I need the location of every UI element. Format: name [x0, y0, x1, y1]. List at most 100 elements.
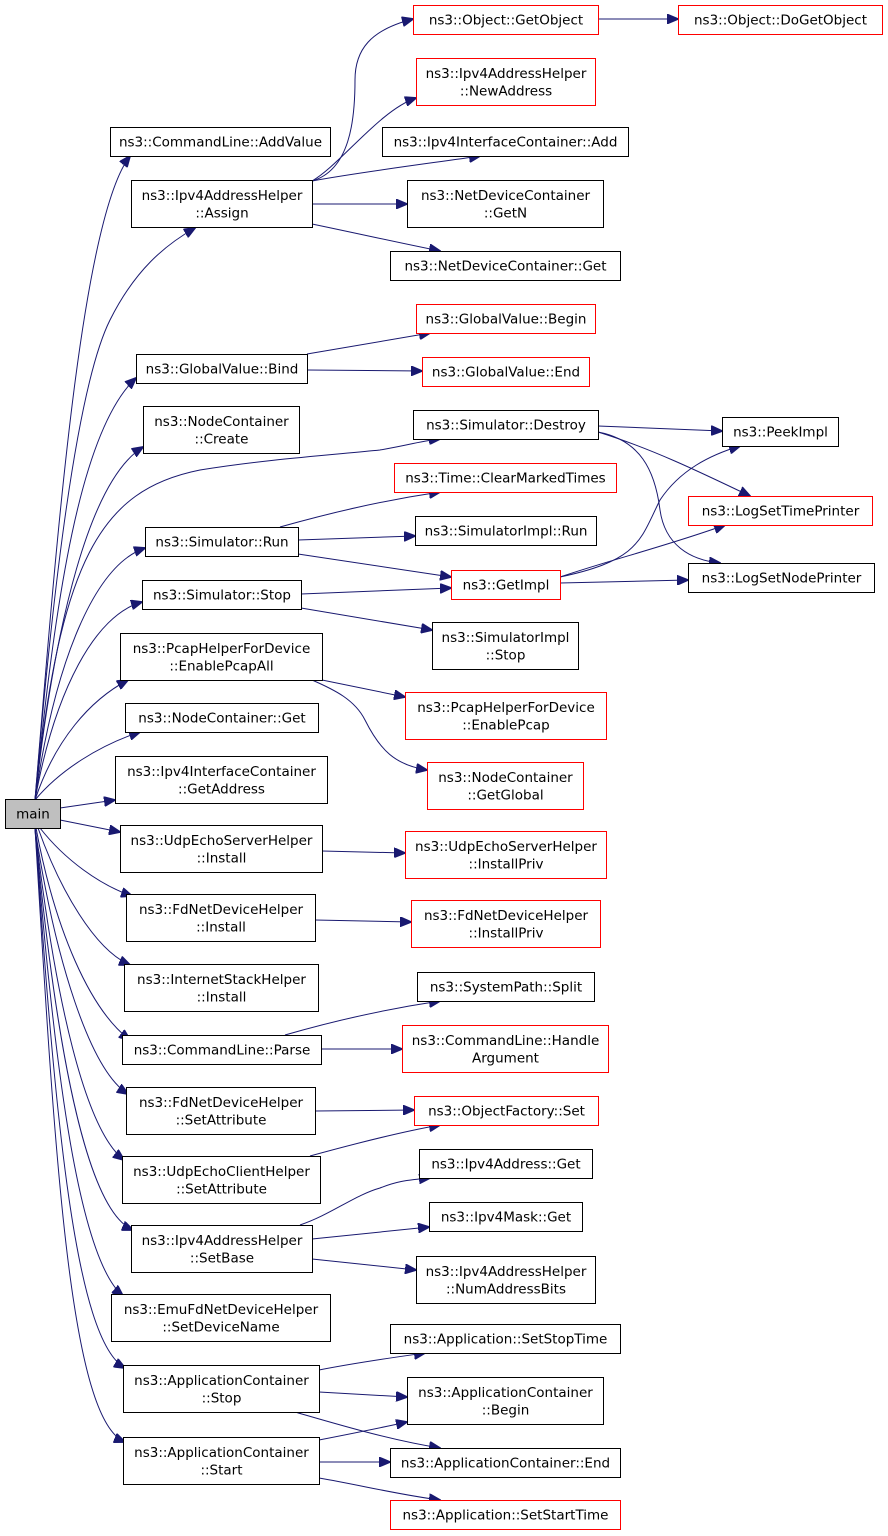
node-box: [402, 1025, 609, 1073]
node-udpserver-installpriv[interactable]: ns3::UdpEchoServerHelper::InstallPriv: [405, 831, 607, 879]
edge-ipv4ah_assign-to-ipv4ic_add: [311, 156, 480, 182]
edge-ipv4ah_assign-to-ndc_get: [311, 223, 440, 251]
edge-ac_start-to-ac_begin: [318, 1422, 407, 1441]
node-nc-getglobal[interactable]: ns3::NodeContainer::GetGlobal: [427, 762, 584, 810]
node-label-line: ns3::CommandLine::Parse: [134, 1043, 311, 1059]
node-label-line: ::Create: [195, 431, 249, 447]
node-label-line: ns3::GetImpl: [463, 578, 550, 594]
node-ipv4ah-setbase[interactable]: ns3::Ipv4AddressHelper::SetBase: [131, 1225, 313, 1273]
node-box: [115, 756, 328, 804]
node-gv-bind[interactable]: ns3::GlobalValue::Bind: [136, 354, 308, 384]
node-box: [422, 357, 590, 387]
edge-ipv4ah_assign-to-ipv4ah_newaddress: [311, 98, 416, 182]
node-udpserver-install[interactable]: ns3::UdpEchoServerHelper::Install: [120, 825, 323, 873]
node-sim-stop[interactable]: ns3::Simulator::Stop: [142, 580, 302, 610]
node-sim-run[interactable]: ns3::Simulator::Run: [145, 527, 299, 557]
node-label-line: ns3::SimulatorImpl::Run: [425, 524, 588, 540]
node-gv-begin[interactable]: ns3::GlobalValue::Begin: [416, 304, 596, 334]
node-label-line: ns3::GlobalValue::Begin: [426, 312, 587, 328]
node-ac-begin[interactable]: ns3::ApplicationContainer::Begin: [407, 1377, 604, 1425]
node-logsetnodeprinter[interactable]: ns3::LogSetNodePrinter: [688, 563, 875, 593]
node-ish-install[interactable]: ns3::InternetStackHelper::Install: [124, 964, 319, 1012]
edge-main-to-nc_get: [34, 732, 140, 801]
node-box: [411, 900, 601, 948]
node-ndc-get[interactable]: ns3::NetDeviceContainer::Get: [390, 251, 621, 281]
node-label-line: ns3::GlobalValue::End: [432, 365, 580, 381]
node-simimpl-run[interactable]: ns3::SimulatorImpl::Run: [415, 516, 597, 546]
node-objfactory-set[interactable]: ns3::ObjectFactory::Set: [414, 1096, 599, 1126]
node-box: [142, 580, 302, 610]
node-box: [415, 516, 597, 546]
node-box: [722, 417, 839, 447]
node-label-line: ns3::Simulator::Run: [155, 535, 288, 551]
edge-main-to-ipv4ah_assign: [34, 228, 195, 801]
node-label-line: ns3::Ipv4InterfaceContainer::Add: [394, 135, 618, 151]
node-label-line: ns3::NetDeviceContainer::Get: [404, 259, 606, 275]
node-fdnd-setattr[interactable]: ns3::FdNetDeviceHelper::SetAttribute: [126, 1087, 316, 1135]
node-label-line: ::EnablePcapAll: [169, 658, 273, 674]
node-emu-setdevname[interactable]: ns3::EmuFdNetDeviceHelper::SetDeviceName: [111, 1294, 331, 1342]
node-gv-end[interactable]: ns3::GlobalValue::End: [422, 357, 590, 387]
node-cl-parse[interactable]: ns3::CommandLine::Parse: [122, 1035, 322, 1065]
node-cl-addvalue[interactable]: ns3::CommandLine::AddValue: [110, 127, 331, 157]
node-ipv4ic-add[interactable]: ns3::Ipv4InterfaceContainer::Add: [382, 127, 629, 157]
node-box: [124, 964, 319, 1012]
node-peekimpl[interactable]: ns3::PeekImpl: [722, 417, 839, 447]
node-app-setstarttime[interactable]: ns3::Application::SetStartTime: [390, 1500, 621, 1530]
node-obj-dogetobject[interactable]: ns3::Object::DoGetObject: [678, 5, 883, 35]
node-logsettimeprinter[interactable]: ns3::LogSetTimePrinter: [688, 496, 873, 526]
node-label-line: ns3::SystemPath::Split: [430, 980, 582, 996]
node-label-line: ns3::Ipv4AddressHelper: [142, 1233, 303, 1249]
node-ac-start[interactable]: ns3::ApplicationContainer::Start: [123, 1437, 320, 1485]
node-nc-get[interactable]: ns3::NodeContainer::Get: [125, 703, 319, 733]
node-label-line: ::Assign: [195, 205, 248, 221]
edge-gv_bind-to-gv_end: [306, 370, 422, 371]
edge-main-to-cl_parse: [35, 827, 130, 1040]
node-pcap-enableall[interactable]: ns3::PcapHelperForDevice::EnablePcapAll: [120, 633, 323, 681]
node-ipv4ic-getaddress[interactable]: ns3::Ipv4InterfaceContainer::GetAddress: [115, 756, 328, 804]
node-box: [405, 831, 607, 879]
node-ipv4ah-assign[interactable]: ns3::Ipv4AddressHelper::Assign: [131, 180, 313, 228]
node-ndc-getn[interactable]: ns3::NetDeviceContainer::GetN: [407, 180, 604, 228]
node-fdnd-install[interactable]: ns3::FdNetDeviceHelper::Install: [126, 894, 316, 942]
node-ipv4mask-get[interactable]: ns3::Ipv4Mask::Get: [429, 1202, 583, 1232]
node-ac-stop[interactable]: ns3::ApplicationContainer::Stop: [123, 1365, 320, 1413]
node-ac-end[interactable]: ns3::ApplicationContainer::End: [390, 1448, 621, 1478]
edge-main-to-fdnd_setattr: [34, 827, 128, 1094]
node-box: [125, 703, 319, 733]
node-main[interactable]: main: [5, 799, 61, 829]
node-ipv4addr-get[interactable]: ns3::Ipv4Address::Get: [419, 1149, 593, 1179]
node-box: [122, 1035, 322, 1065]
node-simimpl-stop[interactable]: ns3::SimulatorImpl::Stop: [432, 622, 579, 670]
node-label-line: ns3::Ipv4InterfaceContainer: [127, 764, 316, 780]
node-app-setstoptime[interactable]: ns3::Application::SetStopTime: [390, 1324, 621, 1354]
edge-ac_start-to-app_setstarttime: [318, 1477, 440, 1500]
node-label-line: ::InstallPriv: [469, 925, 544, 941]
node-box: [382, 127, 629, 157]
node-box: [416, 58, 596, 106]
node-label-line: ns3::LogSetNodePrinter: [702, 571, 862, 587]
node-label-line: ns3::SimulatorImpl: [442, 630, 570, 646]
node-nc-create[interactable]: ns3::NodeContainer::Create: [143, 406, 300, 454]
edge-ac_stop-to-ac_begin: [318, 1392, 407, 1397]
node-label-line: ns3::CommandLine::Handle: [412, 1033, 600, 1049]
edge-main-to-ipv4ic_getaddress: [59, 800, 115, 809]
edge-fdnd_setattr-to-objfactory_set: [314, 1110, 414, 1111]
node-label-line: main: [16, 807, 50, 823]
node-box: [413, 410, 599, 440]
node-pcap-enable[interactable]: ns3::PcapHelperForDevice::EnablePcap: [405, 692, 607, 740]
node-udpclient-setattr[interactable]: ns3::UdpEchoClientHelper::SetAttribute: [122, 1156, 321, 1204]
node-ipv4ah-numaddrbits[interactable]: ns3::Ipv4AddressHelper::NumAddressBits: [416, 1256, 596, 1304]
node-fdnd-installpriv[interactable]: ns3::FdNetDeviceHelper::InstallPriv: [411, 900, 601, 948]
node-obj-getobject[interactable]: ns3::Object::GetObject: [413, 5, 599, 35]
node-ipv4ah-newaddress[interactable]: ns3::Ipv4AddressHelper::NewAddress: [416, 58, 596, 106]
node-getimpl[interactable]: ns3::GetImpl: [451, 570, 561, 600]
node-label-line: ns3::FdNetDeviceHelper: [424, 908, 589, 924]
node-sim-destroy[interactable]: ns3::Simulator::Destroy: [413, 410, 599, 440]
node-label-line: ns3::Ipv4Address::Get: [431, 1157, 580, 1173]
node-time-clearmarked[interactable]: ns3::Time::ClearMarkedTimes: [394, 463, 617, 493]
node-syspath-split[interactable]: ns3::SystemPath::Split: [417, 972, 595, 1002]
node-label-line: ns3::Ipv4AddressHelper: [426, 66, 587, 82]
edge-main-to-udpclient_setattr: [34, 827, 124, 1160]
